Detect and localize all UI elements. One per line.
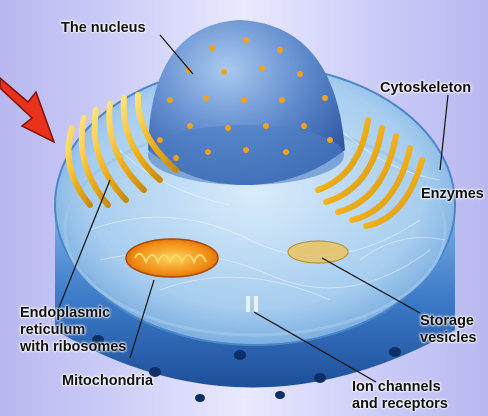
label-storage-vesicles: Storage vesicles	[420, 313, 476, 347]
nucleus-shape	[148, 20, 345, 185]
label-cytoskeleton: Cytoskeleton	[380, 80, 471, 97]
label-nucleus: The nucleus	[61, 20, 146, 37]
storage-vesicle-shape	[288, 241, 348, 263]
red-arrow-icon	[0, 78, 54, 142]
label-endoplasmic-reticulum: Endoplasmic reticulum with ribosomes	[20, 305, 126, 356]
label-enzymes: Enzymes	[421, 186, 484, 203]
label-ion-channels: Ion channels and receptors	[352, 379, 448, 413]
mitochondrion-shape	[126, 239, 218, 277]
label-mitochondria: Mitochondria	[62, 373, 153, 390]
